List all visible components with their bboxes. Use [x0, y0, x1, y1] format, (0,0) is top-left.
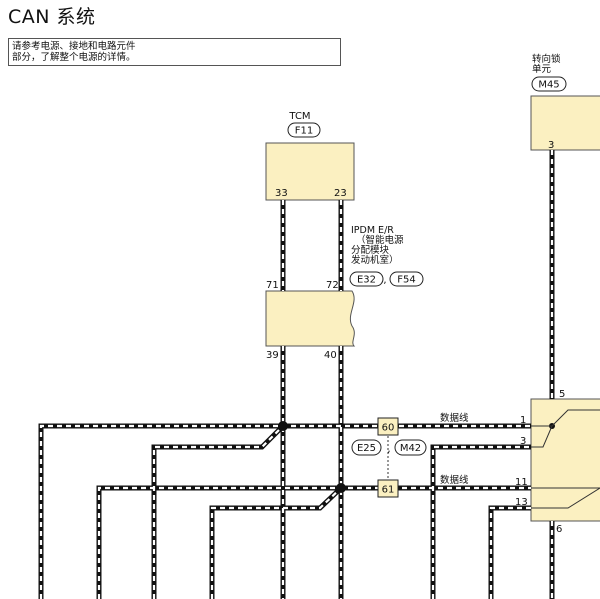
reference-note: 请参考电源、接地和电路元件 部分，了解整个电源的详情。: [8, 38, 341, 66]
note-line: 请参考电源、接地和电路元件: [12, 41, 136, 52]
junction-60-label: 60: [382, 423, 395, 434]
ipdm-name: （智能电源: [356, 234, 404, 246]
wire: [38, 423, 531, 599]
wire: [210, 487, 342, 599]
ipdm-name: 分配模块: [351, 244, 390, 256]
tcm-box[interactable]: [265, 142, 355, 201]
wire: [39, 424, 531, 599]
pin-label: 23: [334, 188, 347, 199]
pin-label: 3: [548, 140, 554, 151]
pin-label: 1: [520, 415, 526, 426]
splice-point: [278, 421, 288, 431]
connector-badge-e25[interactable]: [351, 439, 382, 456]
pin-label: 71: [266, 280, 279, 291]
pin-label: 13: [515, 497, 528, 508]
junction-60[interactable]: [377, 417, 399, 436]
pin-label: 40: [324, 350, 337, 361]
connector-badge-m45[interactable]: [531, 76, 567, 92]
connector-label: M45: [538, 80, 559, 91]
wire: [152, 425, 284, 599]
wire: [209, 486, 343, 599]
note-line: 部分，了解整个电源的详情。: [12, 52, 136, 63]
connector-label: E32: [357, 275, 376, 286]
wire: [96, 485, 531, 599]
steering-lock-name: 单元: [532, 63, 552, 75]
tcm-name: TCM: [288, 111, 310, 122]
page-title: CAN 系统: [8, 6, 96, 28]
wire: [431, 445, 531, 599]
splice-point: [336, 483, 346, 493]
wire: [488, 505, 531, 599]
ipdm-box[interactable]: [265, 290, 356, 347]
data-line-label: 数据线: [440, 474, 469, 486]
steering-lock-name: 转向锁: [532, 53, 561, 65]
pin-label: 39: [266, 350, 279, 361]
right-unit-internal: [531, 409, 600, 509]
wire: [489, 506, 531, 599]
connector-separator: ,: [383, 275, 386, 286]
connector-badge-f54[interactable]: [389, 271, 424, 287]
wire-base-group: [38, 150, 555, 599]
pin-label: 33: [275, 188, 288, 199]
pin-label: 72: [326, 280, 339, 291]
pin-label: 6: [556, 524, 562, 535]
data-line-label: 数据线: [440, 412, 469, 424]
connector-separator: ,: [387, 444, 390, 455]
junction-61[interactable]: [377, 479, 399, 498]
connector-badge-f11[interactable]: [287, 122, 321, 138]
wire: [430, 444, 531, 599]
junction-61-label: 61: [382, 485, 395, 496]
connector-badge-e32[interactable]: [349, 271, 384, 287]
pin-label: 3: [520, 436, 526, 447]
ipdm-name: 发动机室）: [351, 254, 399, 266]
steering-lock-box[interactable]: [530, 95, 600, 151]
pin-label: 5: [559, 389, 565, 400]
connector-badge-m42[interactable]: [394, 439, 427, 456]
wire: [97, 486, 531, 599]
wire-stripe-group: [39, 150, 554, 599]
right-unit-box[interactable]: [530, 398, 600, 522]
pin-label: 11: [515, 477, 528, 488]
wire: [151, 424, 285, 599]
ipdm-name: IPDM E/R: [351, 225, 394, 236]
connector-label: E25: [357, 443, 376, 454]
connector-label: F54: [397, 275, 415, 286]
connector-label: M42: [400, 443, 421, 454]
connector-label: F11: [295, 126, 313, 137]
